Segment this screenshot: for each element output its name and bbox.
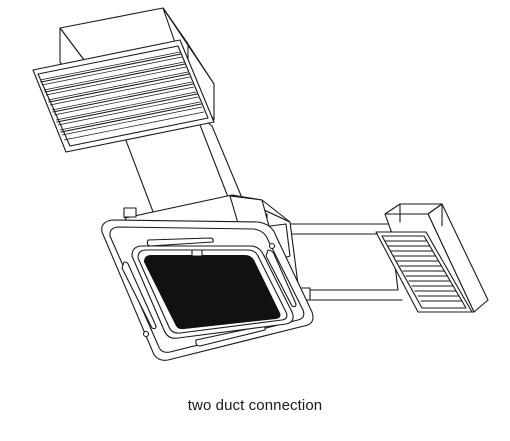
right-grille-face [375, 231, 473, 313]
diagram-caption: two duct connection [187, 397, 323, 414]
upper-grille-face [32, 39, 215, 153]
intake-grille [144, 255, 281, 330]
cassette-panel [101, 219, 314, 361]
